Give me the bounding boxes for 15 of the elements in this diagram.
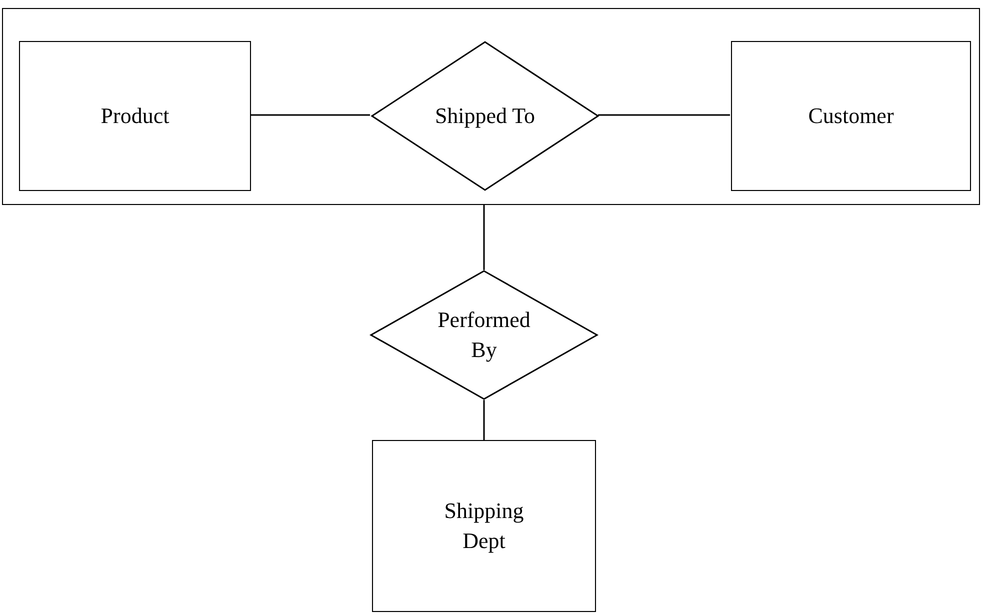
entity-box <box>19 41 251 191</box>
connector-line <box>483 205 485 270</box>
relationship-label: Shipped To <box>434 102 536 130</box>
relationship-label: Performed By <box>436 306 532 364</box>
entity-label: Product <box>100 102 170 130</box>
relationship-diamond <box>371 41 599 191</box>
relationship-diamond <box>370 270 598 400</box>
entity-label: Shipping Dept <box>443 497 525 555</box>
aggregation-box <box>2 8 980 205</box>
entity-box <box>372 440 596 612</box>
connector-line <box>483 400 485 440</box>
connector-line <box>598 114 730 116</box>
entity-box <box>731 41 971 191</box>
entity-label: Customer <box>808 102 894 130</box>
connector-line <box>250 114 370 116</box>
